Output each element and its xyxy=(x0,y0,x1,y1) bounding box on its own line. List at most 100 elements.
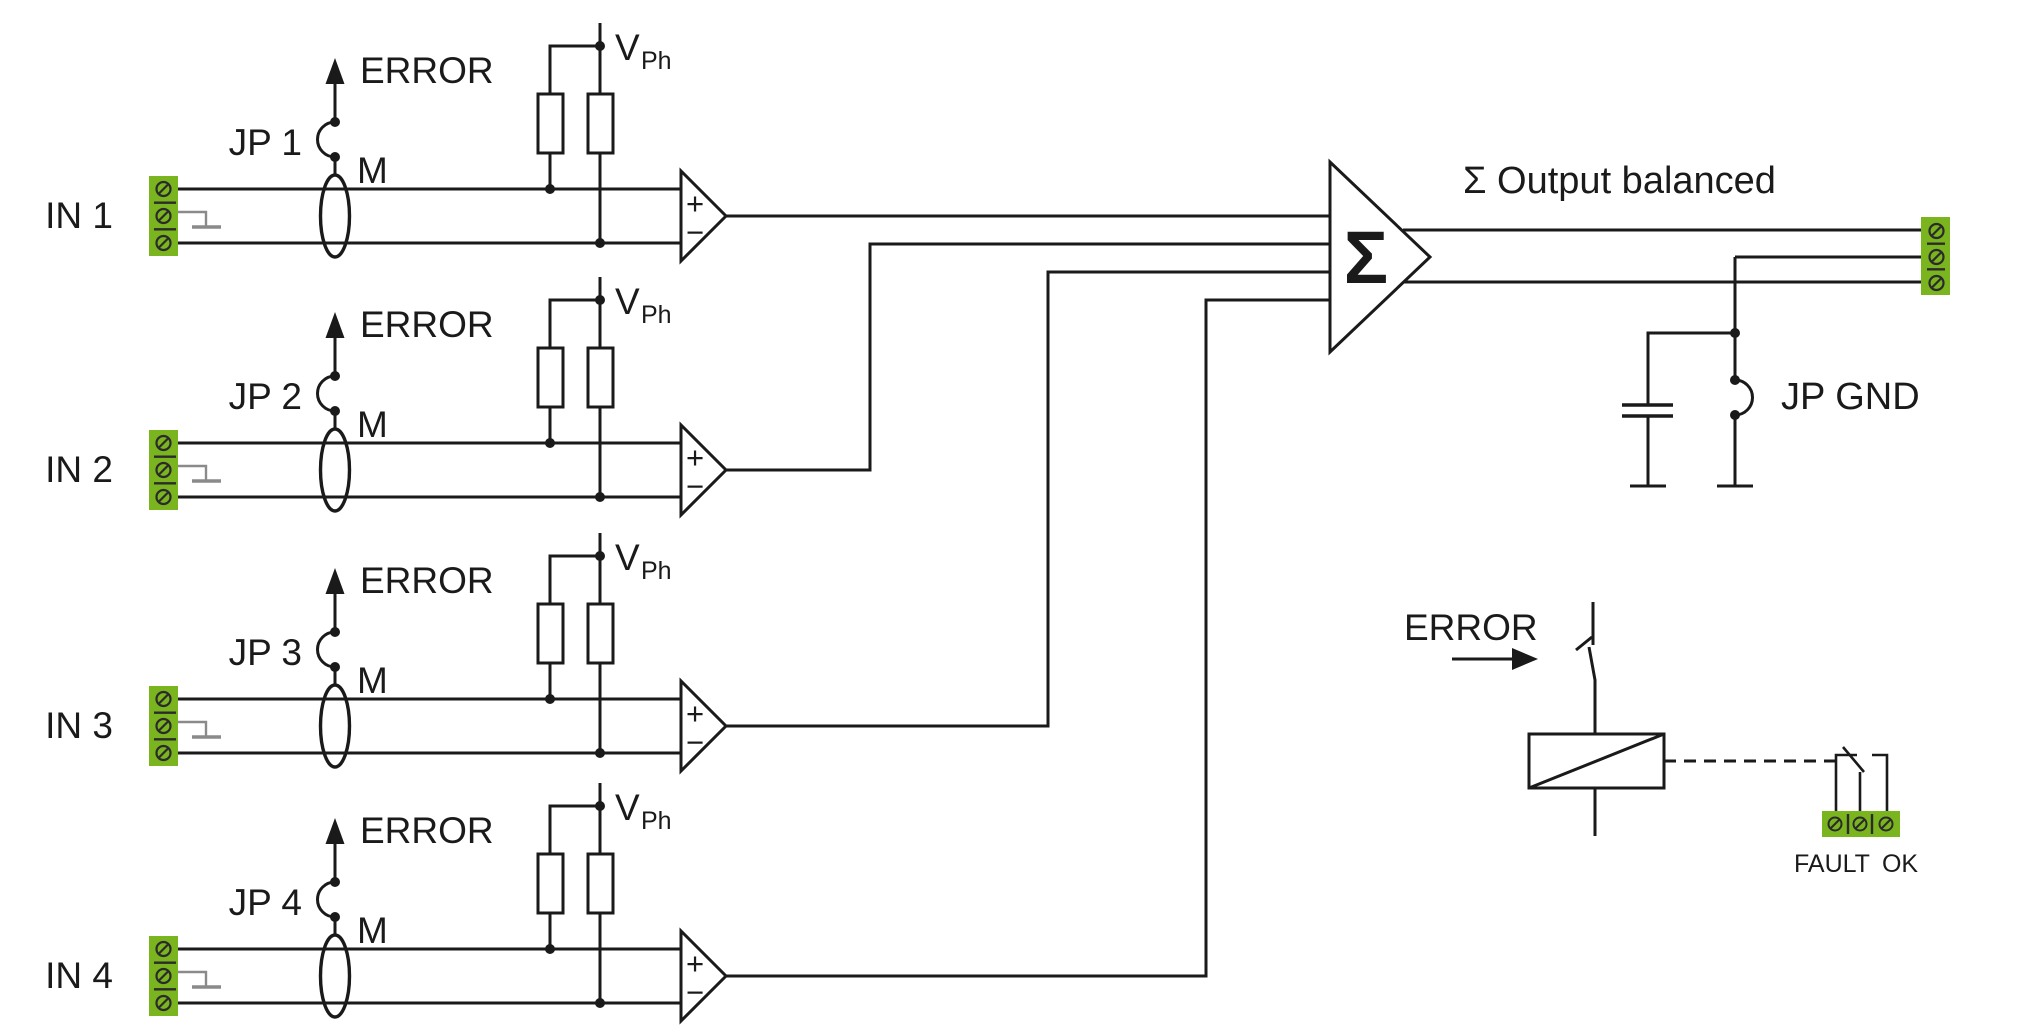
pullup-resistor xyxy=(536,346,565,409)
junction-dot xyxy=(595,748,605,758)
pullup-resistor xyxy=(586,852,615,915)
terminal-screw-icon xyxy=(155,690,172,762)
rail-sub-label: Ph xyxy=(641,301,672,329)
rail-label: V xyxy=(615,281,640,322)
amp-minus: − xyxy=(686,469,704,504)
error-arrow-icon xyxy=(325,818,345,844)
input-channel-3: IN 3 ERROR JP 3 M V Ph + − xyxy=(45,533,729,775)
rail-sub-label: Ph xyxy=(641,557,672,585)
amp-plus: + xyxy=(686,186,704,221)
error-arrow-icon xyxy=(325,58,345,84)
input-label: IN 1 xyxy=(45,195,113,236)
junction-dot xyxy=(595,998,605,1008)
terminal-screw-icon xyxy=(155,434,172,506)
jumper-arc xyxy=(316,120,336,159)
transformer-label: M xyxy=(357,910,388,951)
error-arrow-icon xyxy=(1512,648,1538,670)
terminal-screw-icon xyxy=(1827,816,1894,832)
summing-amplifier: Σ xyxy=(1328,158,1433,356)
relay-error-label: ERROR xyxy=(1404,607,1538,648)
transformer-label: M xyxy=(357,404,388,445)
transformer-ellipse xyxy=(318,173,352,259)
jumper-arc xyxy=(316,880,336,919)
buffer-amplifier xyxy=(679,167,729,265)
amp-minus: − xyxy=(686,215,704,250)
relay-coil-diagonal xyxy=(1528,732,1665,790)
shield-stub xyxy=(178,210,208,227)
error-label: ERROR xyxy=(360,50,494,91)
junction-dot xyxy=(545,438,555,448)
summing-amp-triangle xyxy=(1328,158,1433,356)
output-network: JP GND xyxy=(1403,228,1921,488)
terminal-screw-icon xyxy=(155,940,172,1012)
sum-input-wire-4 xyxy=(726,298,1330,978)
pullup-resistor xyxy=(536,602,565,665)
shield-stub xyxy=(178,720,208,737)
sigma-symbol: Σ xyxy=(1344,216,1388,299)
contact-blade xyxy=(1842,746,1865,773)
pullup-resistor xyxy=(586,602,615,665)
jumper-label: JP 4 xyxy=(229,882,302,923)
switch-blade xyxy=(1587,646,1597,734)
terminal-body xyxy=(1921,217,1950,295)
buffer-amplifier xyxy=(679,927,729,1025)
output-terminal-block xyxy=(1921,217,1950,295)
rail-label: V xyxy=(615,537,640,578)
jumper-label: JP 2 xyxy=(229,376,302,417)
pullup-resistor xyxy=(586,346,615,409)
contact-common-wire xyxy=(1834,753,1857,811)
buffer-amplifier xyxy=(679,677,729,775)
input-channel-2: IN 2 ERROR JP 2 M V Ph + − xyxy=(45,277,729,519)
junction-dot xyxy=(595,492,605,502)
junction-dot xyxy=(545,694,555,704)
transformer-ellipse xyxy=(318,933,352,1019)
capacitor-branch xyxy=(1646,331,1735,405)
amp-minus: − xyxy=(686,725,704,760)
transformer-label: M xyxy=(357,150,388,191)
error-label: ERROR xyxy=(360,560,494,601)
junction-dot xyxy=(595,238,605,248)
sum-input-wire-3 xyxy=(726,270,1330,728)
pullup-resistor xyxy=(536,92,565,155)
sum-input-wire-2 xyxy=(726,242,1330,472)
error-arrow-icon xyxy=(325,568,345,594)
input-channel-1: IN 1 ERROR JP 1 M V Ph + − xyxy=(45,23,729,265)
amp-minus: − xyxy=(686,975,704,1010)
contact-right-wire xyxy=(1872,753,1889,811)
error-label: ERROR xyxy=(360,304,494,345)
rail-branch xyxy=(548,554,600,604)
terminal-screw-icon xyxy=(1928,222,1945,292)
transformer-label: M xyxy=(357,660,388,701)
input-channel-4: IN 4 ERROR JP 4 M V Ph + − xyxy=(45,783,729,1025)
rail-branch xyxy=(548,804,600,854)
input-label: IN 4 xyxy=(45,955,113,996)
jumper-arc xyxy=(316,630,336,669)
transformer-ellipse xyxy=(318,427,352,513)
transformer-ellipse xyxy=(318,683,352,769)
output-title: Σ Output balanced xyxy=(1463,160,1776,202)
pullup-resistor xyxy=(536,852,565,915)
shield-stub xyxy=(178,970,208,987)
error-label: ERROR xyxy=(360,810,494,851)
switch-contact-tick xyxy=(1575,635,1593,652)
amp-plus: + xyxy=(686,440,704,475)
terminal-screw-icon xyxy=(155,180,172,252)
fault-label: FAULT xyxy=(1794,850,1870,878)
shield-stub xyxy=(178,464,208,481)
amp-plus: + xyxy=(686,696,704,731)
error-relay-section: ERROR FAULT OK xyxy=(1404,602,1918,878)
buffer-amplifier xyxy=(679,421,729,519)
input-label: IN 2 xyxy=(45,449,113,490)
junction-dot xyxy=(545,184,555,194)
rail-label: V xyxy=(615,27,640,68)
error-arrow-icon xyxy=(325,312,345,338)
gnd-jumper-arc xyxy=(1734,378,1754,417)
rail-sub-label: Ph xyxy=(641,47,672,75)
jumper-label: JP 3 xyxy=(229,632,302,673)
jumper-label: JP 1 xyxy=(229,122,302,163)
rail-sub-label: Ph xyxy=(641,807,672,835)
amp-plus: + xyxy=(686,946,704,981)
input-label: IN 3 xyxy=(45,705,113,746)
rail-branch xyxy=(548,298,600,348)
